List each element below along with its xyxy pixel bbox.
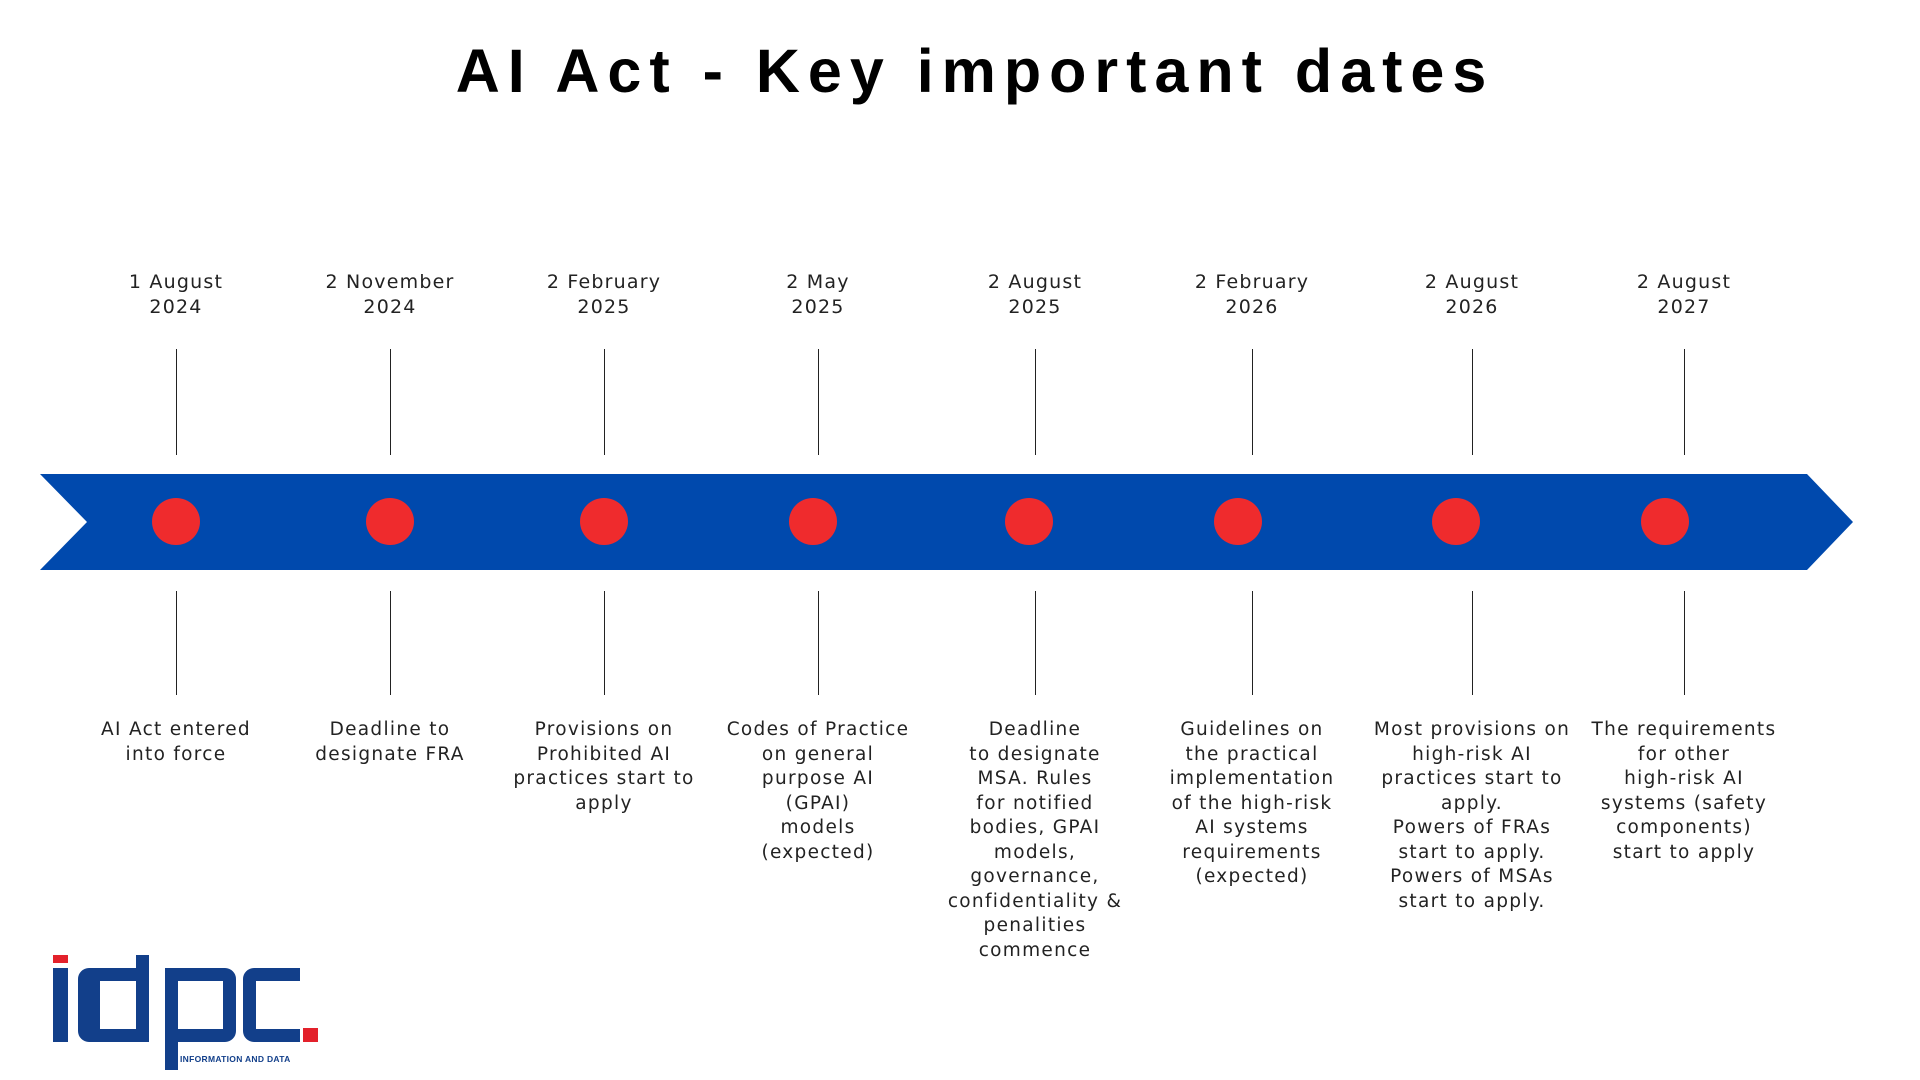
milestone-dot bbox=[366, 498, 414, 545]
idpc-logo-icon bbox=[53, 955, 318, 1070]
connector-line-bottom bbox=[818, 591, 820, 695]
connector-line-bottom bbox=[1252, 591, 1254, 695]
connector-line-top bbox=[176, 349, 178, 455]
milestone-dot bbox=[580, 498, 628, 545]
connector-line-top bbox=[1252, 349, 1254, 455]
connector-line-top bbox=[1684, 349, 1686, 455]
connector-line-bottom bbox=[1035, 591, 1037, 695]
event-description: The requirements for other high-risk AI … bbox=[1591, 719, 1777, 863]
connector-line-top bbox=[818, 349, 820, 455]
event-description: Deadline to designate MSA. Rules for not… bbox=[947, 719, 1123, 961]
connector-line-bottom bbox=[604, 591, 606, 695]
connector-line-top bbox=[390, 349, 392, 455]
event-description: Deadline to designate FRA bbox=[315, 719, 465, 765]
connector-line-bottom bbox=[390, 591, 392, 695]
milestone-dot bbox=[1214, 498, 1262, 545]
connector-line-top bbox=[604, 349, 606, 455]
milestone-dot bbox=[152, 498, 200, 545]
milestone-dot bbox=[1641, 498, 1689, 545]
milestone-dot bbox=[789, 498, 837, 545]
logo-tagline: INFORMATION AND DATA bbox=[180, 1054, 291, 1064]
event-description: Guidelines on the practical implementati… bbox=[1169, 719, 1335, 887]
event-description: AI Act entered into force bbox=[101, 719, 251, 765]
idpc-logo: INFORMATION AND DATA bbox=[40, 950, 340, 1075]
milestone-dot bbox=[1005, 498, 1053, 545]
connector-line-top bbox=[1035, 349, 1037, 455]
event-description: Most provisions on high-risk AI practice… bbox=[1373, 719, 1571, 912]
event-description: Provisions on Prohibited AI practices st… bbox=[513, 719, 695, 814]
milestone-dot bbox=[1432, 498, 1480, 545]
page-title: AI Act - Key important dates bbox=[455, 37, 1495, 105]
connector-line-top bbox=[1472, 349, 1474, 455]
connector-line-bottom bbox=[1472, 591, 1474, 695]
event-description: Codes of Practice on general purpose AI … bbox=[726, 719, 910, 863]
connector-line-bottom bbox=[176, 591, 178, 695]
connector-line-bottom bbox=[1684, 591, 1686, 695]
